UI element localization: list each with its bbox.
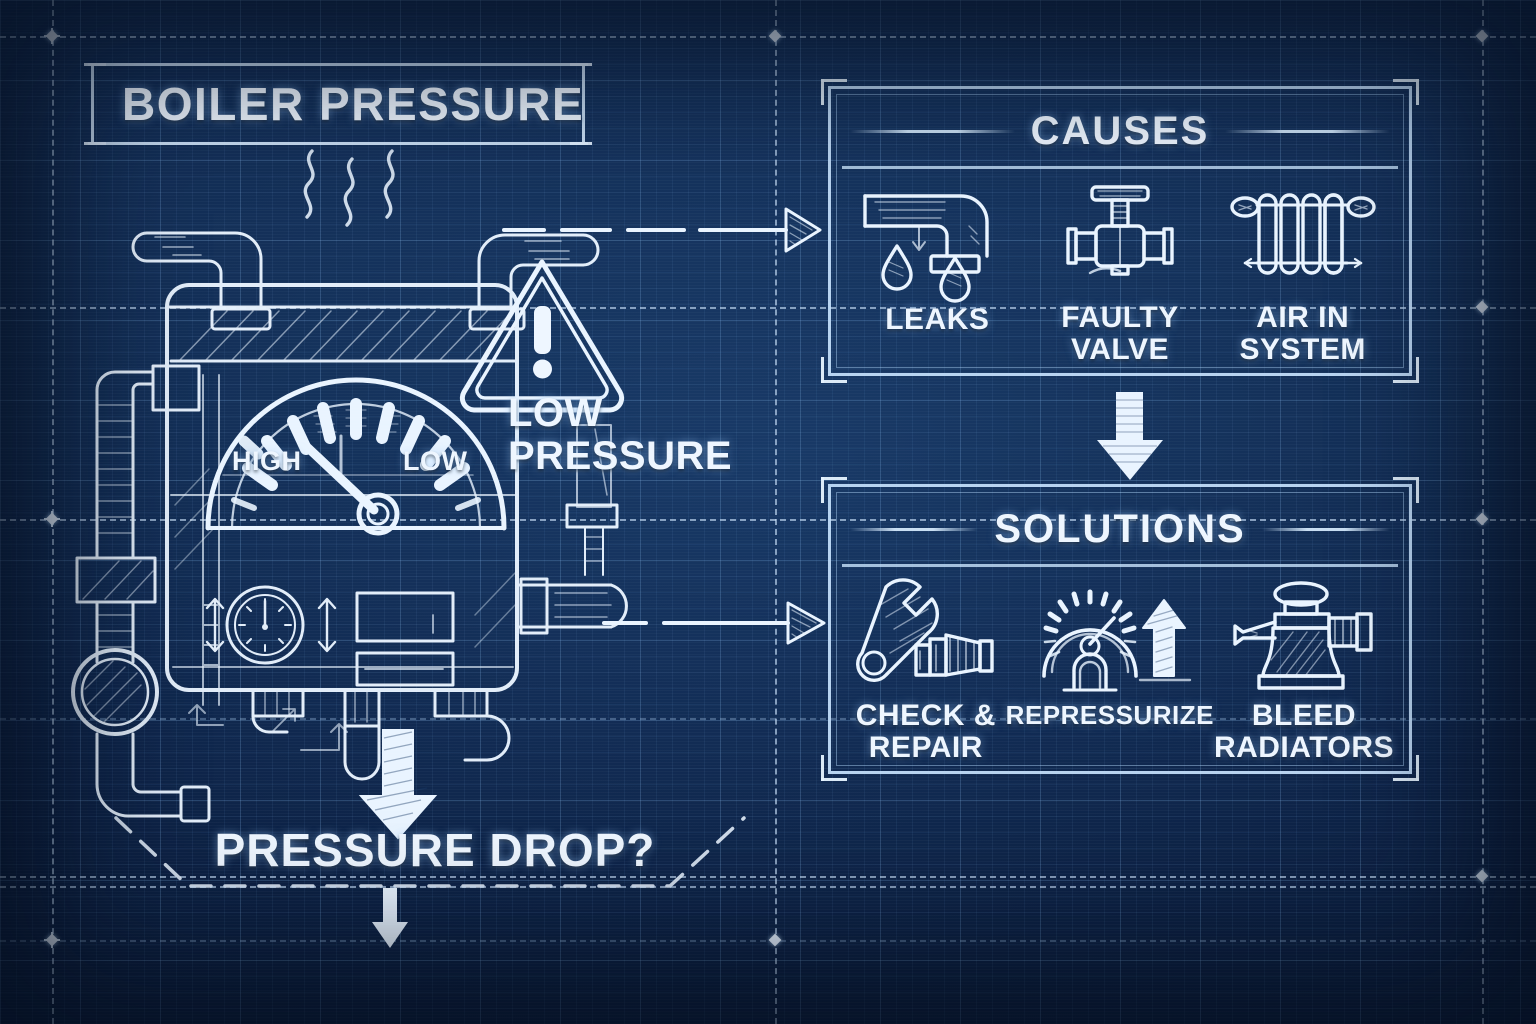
registration-diamond [768, 933, 782, 947]
registration-diamond [768, 29, 782, 43]
title-bracket-right [571, 65, 585, 143]
panel-corner-mark [1393, 357, 1419, 383]
registration-diamond [45, 29, 59, 43]
pipe-elbow-right [468, 233, 600, 331]
solutions-items: CHECK & REPAIR [846, 570, 1394, 764]
pipe-assembly-left [71, 364, 211, 823]
boiler-outlets [251, 688, 511, 781]
guide-line-vertical-left [52, 0, 54, 1024]
panel-corner-mark [821, 755, 847, 781]
annotation-ticks [188, 704, 348, 751]
panel-corner-mark [821, 477, 847, 503]
panel-corner-mark [1393, 79, 1419, 105]
registration-diamond [1475, 300, 1489, 314]
dimension-arrows [205, 597, 337, 653]
solutions-panel-header: SOLUTIONS [850, 498, 1390, 560]
gauge-label-low: LOW [403, 446, 468, 476]
solution-label-line1: REPRESSURIZE [1005, 700, 1214, 730]
title-block: BOILER PRESSURE [84, 63, 592, 145]
causes-panel-title: CAUSES [1030, 108, 1210, 153]
pressure-gauge-icon [205, 377, 507, 536]
boiler-to-solutions-arrow [602, 601, 826, 645]
cause-label-line2: VALVE [1070, 333, 1170, 367]
low-pressure-line1: LOW [508, 391, 603, 435]
header-rule-right [1261, 527, 1390, 531]
title-corner-tick [84, 142, 106, 145]
pressure-drop-down-arrow [372, 888, 408, 948]
causes-panel-header: CAUSES [850, 100, 1391, 162]
pressure-drop-text: PRESSURE DROP? [214, 824, 656, 876]
cause-label-line1: AIR IN [1256, 301, 1350, 335]
causes-panel-frame [828, 86, 1412, 376]
title-frame [84, 63, 592, 145]
pressure-drop-callout: PRESSURE DROP? [185, 815, 685, 885]
boiler-unit-icon [71, 149, 628, 823]
solutions-panel[interactable]: SOLUTIONS [821, 477, 1419, 781]
guide-line-horizontal-footer [0, 940, 1536, 942]
boiler-to-causes-arrow [502, 207, 822, 253]
warning-triangle-icon [459, 259, 625, 413]
cause-item-air-in-system[interactable]: AIR IN SYSTEM [1211, 172, 1394, 366]
title-corner-tick [84, 63, 106, 66]
control-panel [355, 591, 455, 687]
panel-corner-mark [1393, 755, 1419, 781]
causes-items: LEAKS [846, 172, 1394, 366]
header-rule-left [850, 129, 1015, 133]
registration-marker [44, 28, 60, 44]
cause-label-line2: SYSTEM [1239, 333, 1366, 367]
guide-line-vertical-right [1482, 0, 1484, 1024]
solution-item-bleed-radiators[interactable]: BLEED RADIATORS [1214, 570, 1394, 764]
title-corner-tick [570, 63, 592, 66]
solutions-panel-inner-frame [836, 492, 1404, 766]
solution-label-line1: BLEED [1251, 699, 1357, 733]
header-rule-right [1225, 129, 1391, 133]
solution-label-line2: RADIATORS [1213, 731, 1394, 765]
causes-to-solutions-arrow [1097, 392, 1163, 480]
boiler-dial-icon [225, 585, 305, 665]
cause-item-faulty-valve[interactable]: FAULTY VALVE [1029, 172, 1212, 366]
panel-corner-mark [821, 357, 847, 383]
low-pressure-callout: LOW PRESSURE [508, 391, 738, 479]
solution-label-line1: CHECK & [855, 699, 996, 733]
guide-line-horizontal-top [0, 36, 1536, 38]
gauge-label-high: HIGH [232, 446, 302, 476]
valve-stem-detail [565, 424, 619, 576]
solution-item-check-repair[interactable]: CHECK & REPAIR [846, 570, 1006, 764]
registration-diamond [1475, 512, 1489, 526]
gauge-needle [301, 441, 400, 536]
panel-corner-mark [821, 79, 847, 105]
panel-corner-mark [1393, 477, 1419, 503]
cause-item-leaks[interactable]: LEAKS [846, 172, 1029, 366]
causes-header-divider [842, 166, 1398, 169]
title-corner-tick [570, 142, 592, 145]
cause-label-line1: FAULTY [1061, 301, 1179, 335]
solutions-panel-frame [828, 484, 1412, 774]
solution-item-repressurize[interactable]: REPRESSURIZE [1006, 570, 1214, 764]
title-bracket-left [91, 65, 105, 143]
pipe-elbow-left [131, 231, 272, 331]
header-rule-left [850, 527, 979, 531]
low-pressure-line2: PRESSURE [508, 434, 733, 479]
page-title: BOILER PRESSURE [122, 78, 585, 130]
solutions-header-divider [842, 564, 1398, 567]
causes-panel-inner-frame [836, 94, 1404, 368]
solutions-panel-title: SOLUTIONS [994, 506, 1246, 551]
steam-wisp-icon [303, 149, 395, 227]
pipe-outlet-right [515, 577, 628, 635]
registration-diamond [1475, 29, 1489, 43]
registration-diamond [45, 933, 59, 947]
registration-marker [44, 932, 60, 948]
solution-label-line2: REPAIR [868, 731, 983, 765]
cause-label-line1: LEAKS [885, 303, 990, 336]
causes-panel[interactable]: CAUSES [821, 79, 1419, 383]
registration-diamond [1475, 869, 1489, 883]
boiler-pressure-drop-arrow [358, 729, 438, 840]
